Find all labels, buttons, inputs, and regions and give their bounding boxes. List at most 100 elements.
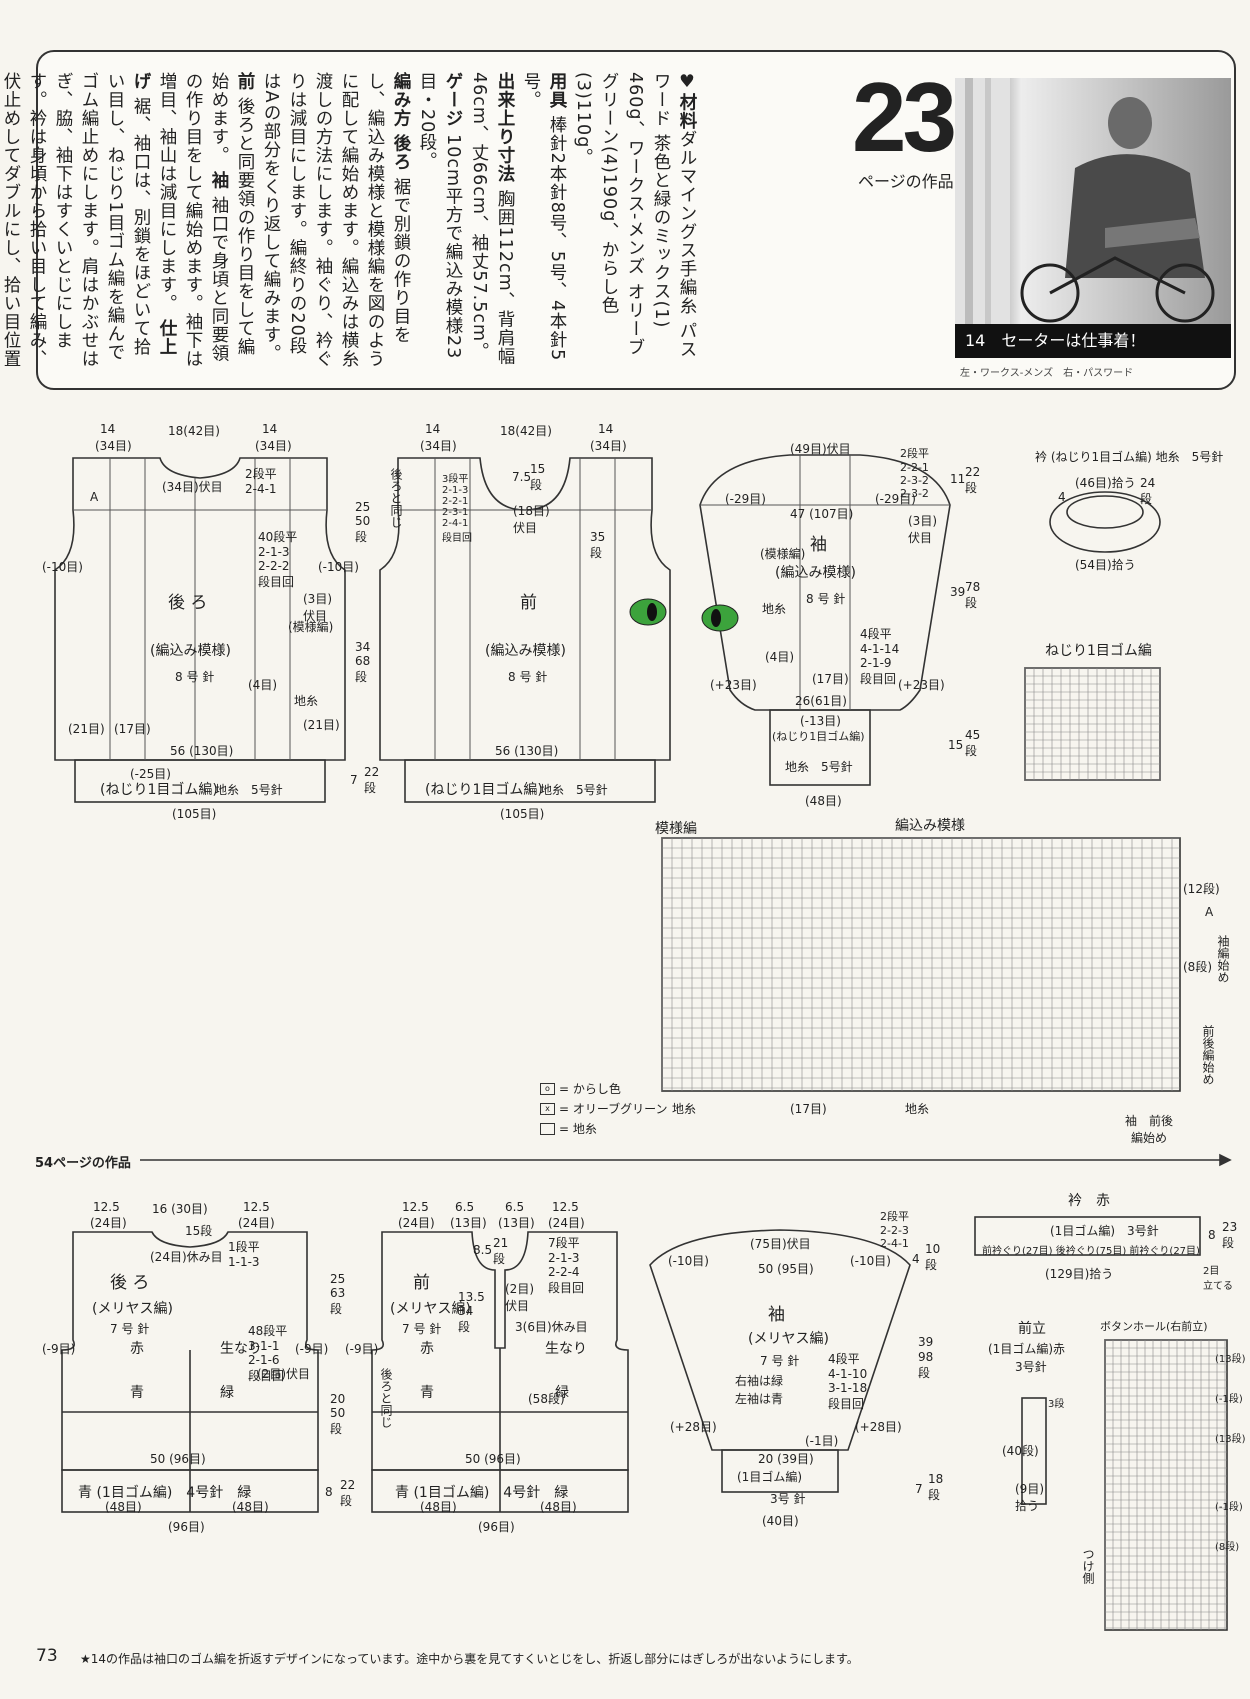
front54-pattern: (メリヤス編) bbox=[390, 1301, 471, 1317]
back-rib-needle: 地糸 5号針 bbox=[215, 783, 283, 797]
collar-pick2: (54目)拾う bbox=[1075, 558, 1136, 572]
back-col-4: (4目) bbox=[248, 678, 277, 692]
front54-neck-h: 8.5 bbox=[473, 1243, 493, 1257]
sleeve54-pattern: (メリヤス編) bbox=[748, 1331, 829, 1347]
back-label: 後ろ bbox=[391, 134, 411, 172]
sleeve54-h2b: 98 段 bbox=[918, 1350, 934, 1380]
front-h: 35 段 bbox=[590, 530, 606, 560]
sleeve54-cuff: (1目ゴム編) bbox=[737, 1470, 802, 1484]
back-h3: 7 bbox=[350, 773, 358, 787]
chart-right-12: (12段) bbox=[1183, 882, 1220, 896]
front54-rib: 青 (1目ゴム編) 4号針 緑 bbox=[395, 1485, 569, 1501]
front54-needle: 7 号 針 bbox=[402, 1322, 442, 1336]
sleeve54-right: (-10目) bbox=[850, 1254, 891, 1268]
front-neck: (18目) 伏目 bbox=[513, 504, 550, 535]
sleeve-cuff-l: (+23目) bbox=[710, 678, 757, 692]
front54-flat: (2目) 伏目 bbox=[505, 1282, 534, 1313]
chart-start-note: 袖 前後 編始め bbox=[1125, 1114, 1174, 1145]
collar-title: 衿 (ねじり1目ゴム編) 地糸 5号針 bbox=[1035, 450, 1224, 464]
collar54 bbox=[974, 1216, 1201, 1256]
collar54-bottom: (129目)拾う bbox=[1045, 1267, 1114, 1281]
sleeve-top-decr: 2段平 2-2-1 2-3-2 2-3-2 bbox=[900, 447, 929, 500]
front-rib bbox=[404, 759, 656, 803]
sleeve-cuff-r: (+23目) bbox=[898, 678, 945, 692]
back54-flat: (2目)伏目 bbox=[257, 1367, 310, 1381]
sleeve-mid: (4目) bbox=[765, 650, 794, 664]
sleeve-cuff-minus: (-13目) bbox=[800, 714, 841, 728]
sleeve54-cuff-w: 20 (39目) bbox=[758, 1452, 814, 1466]
legend-mustard: o= からし色 bbox=[540, 1080, 621, 1097]
collar54-title: 衿 赤 bbox=[1068, 1193, 1110, 1209]
front-neck-decr: 3段平 2-1-3 2-2-1 2-3-1 2-4-1 段目回 bbox=[442, 474, 472, 544]
front-w1-sub: (34目) bbox=[420, 439, 457, 453]
front-w1: 14 bbox=[425, 422, 441, 436]
front54-c4: 緑 bbox=[555, 1385, 569, 1401]
sleeve-label: 袖 bbox=[209, 171, 229, 190]
sleeve-h3: 15 bbox=[948, 738, 964, 752]
back54-c3: 青 bbox=[130, 1385, 144, 1401]
sleeve-cols: (17目) bbox=[812, 672, 849, 686]
sleeve54-width: 50 (95目) bbox=[758, 1262, 814, 1276]
back-rib: (ねじり1目ゴム編) bbox=[100, 782, 218, 798]
sleeve-moyo: (模様編) bbox=[760, 547, 806, 561]
back-rib bbox=[74, 759, 326, 803]
front-text: 後ろと同要領の作り目をして編始めます。 bbox=[209, 72, 255, 357]
photo-credit: 左・ワークス-メンズ 右・パスワード bbox=[960, 368, 1134, 379]
buttonhole-n4: (-1段) bbox=[1215, 1502, 1243, 1513]
back-col-21a: (21目) bbox=[68, 722, 105, 736]
gauge-label: ゲージ bbox=[443, 72, 463, 128]
sleeve54-cuff-minus: (-1目) bbox=[805, 1434, 839, 1448]
front54-h: (58段) bbox=[528, 1392, 565, 1406]
back-needle: 8 号 針 bbox=[175, 670, 215, 684]
back-w3: 14 bbox=[262, 422, 278, 436]
sleeve-h3b: 45 段 bbox=[965, 728, 981, 758]
back-moyo-sub: 地糸 bbox=[294, 694, 319, 708]
buttonhole-side: つけ側 bbox=[1081, 1548, 1095, 1584]
front54-w4: 12.5 bbox=[552, 1200, 579, 1214]
front-bottom: (105目) bbox=[500, 807, 545, 821]
back-chest: 56 (130目) bbox=[170, 744, 234, 758]
placket54 bbox=[1021, 1397, 1047, 1505]
sleeve54-cuff bbox=[721, 1449, 839, 1493]
materials-text: ダルマイングス手編糸 パスワード 茶色と緑のミックス(1) 460g、ワークス-… bbox=[573, 72, 697, 359]
chart-bottom-m: (17目) bbox=[790, 1102, 827, 1116]
sleeve54-cuff-r: (+28目) bbox=[855, 1420, 902, 1434]
placket54-pick: (9目) 拾う bbox=[1015, 1482, 1044, 1513]
front54-placket-h: 13.5 34 段 bbox=[458, 1290, 485, 1334]
sleeve-title: 袖 bbox=[810, 535, 827, 555]
back54-rib-w1: (48目) bbox=[105, 1500, 142, 1514]
collar54-h: 8 bbox=[1208, 1228, 1216, 1242]
sleeve54-left: (-10目) bbox=[668, 1254, 709, 1268]
sleeve-width: 47 (107目) bbox=[790, 507, 854, 521]
back54-h1: 25 63 段 bbox=[330, 1272, 346, 1316]
sleeve-top: (49目)伏目 bbox=[790, 442, 851, 456]
front-w2: 18(42目) bbox=[500, 424, 552, 438]
chart-title-left: 模様編 bbox=[655, 821, 697, 837]
back54-bottom: (96目) bbox=[168, 1520, 205, 1534]
back-bottom: (105目) bbox=[172, 807, 217, 821]
back-text: 裾で別鎖の作り目をし、編込み模様と模様編を図のように配して編始めます。編込みは横… bbox=[261, 72, 411, 368]
collar54-note: 2目 立てる bbox=[1203, 1266, 1233, 1292]
legend-base: = 地糸 bbox=[540, 1120, 597, 1137]
sleeve-h1: 11 bbox=[950, 472, 966, 486]
front54-neck-d: 7段平 2-1-3 2-2-4 段目回 bbox=[548, 1236, 585, 1295]
sleeve-h2b: 78 段 bbox=[965, 580, 981, 610]
sleeve-h1b: 22 段 bbox=[965, 465, 981, 495]
front-side: 後ろと同じ bbox=[389, 468, 403, 528]
front-needle: 8 号 針 bbox=[508, 670, 548, 684]
front54-c1: 赤 bbox=[420, 1341, 434, 1357]
sleeve-h2: 39 bbox=[950, 585, 966, 599]
back54-c2: 生なり bbox=[220, 1341, 262, 1357]
back-pattern: (編込み模様) bbox=[150, 643, 231, 659]
collar54-pick: 前衿ぐり(27目) 後衿ぐり(75目) 前衿ぐり(27目) bbox=[982, 1246, 1200, 1257]
back54-outline bbox=[61, 1231, 319, 1471]
back-w2: 18(42目) bbox=[168, 424, 220, 438]
sleeve-left: (-29目) bbox=[725, 492, 766, 506]
back54-neck-d: 1段平 1-1-3 bbox=[228, 1240, 260, 1269]
chart-right-8: (8段) bbox=[1183, 960, 1212, 974]
placket54-h: (40段) bbox=[1002, 1444, 1039, 1458]
back54-c4: 緑 bbox=[220, 1385, 234, 1401]
collar54-inner: (1目ゴム編) 3号針 bbox=[1050, 1224, 1159, 1238]
